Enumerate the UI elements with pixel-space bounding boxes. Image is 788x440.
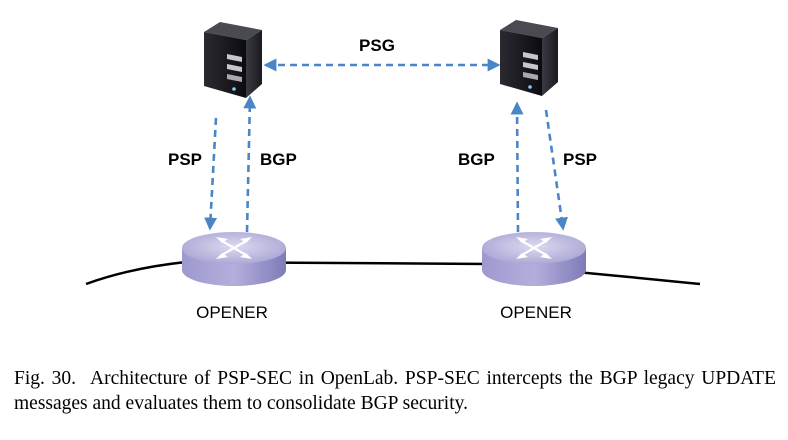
right-bgp-arrow [510,101,524,233]
router-icon-left [180,230,288,288]
architecture-diagram: PSG PSP BGP BGP PSP OPENER OPENER [85,20,701,322]
router-icon-right [480,230,588,288]
caption-text: Architecture of PSP-SEC in OpenLab. PSP-… [14,368,776,414]
figure-number: Fig. 30. [14,368,77,389]
network-line [85,260,701,286]
left-bgp-label: BGP [260,150,297,169]
server-icon-left [204,22,262,98]
router-right-label: OPENER [500,303,572,322]
right-psp-arrow [544,109,568,231]
left-psp-label: PSP [168,150,202,169]
left-psp-arrow [204,117,218,231]
psg-link-label: PSG [359,36,395,55]
right-psp-label: PSP [563,150,597,169]
right-bgp-label: BGP [458,150,495,169]
left-bgp-arrow [243,95,257,233]
router-left-label: OPENER [196,303,268,322]
server-icon-right [500,20,558,96]
figure-caption: Fig. 30.Architecture of PSP-SEC in OpenL… [14,366,776,416]
